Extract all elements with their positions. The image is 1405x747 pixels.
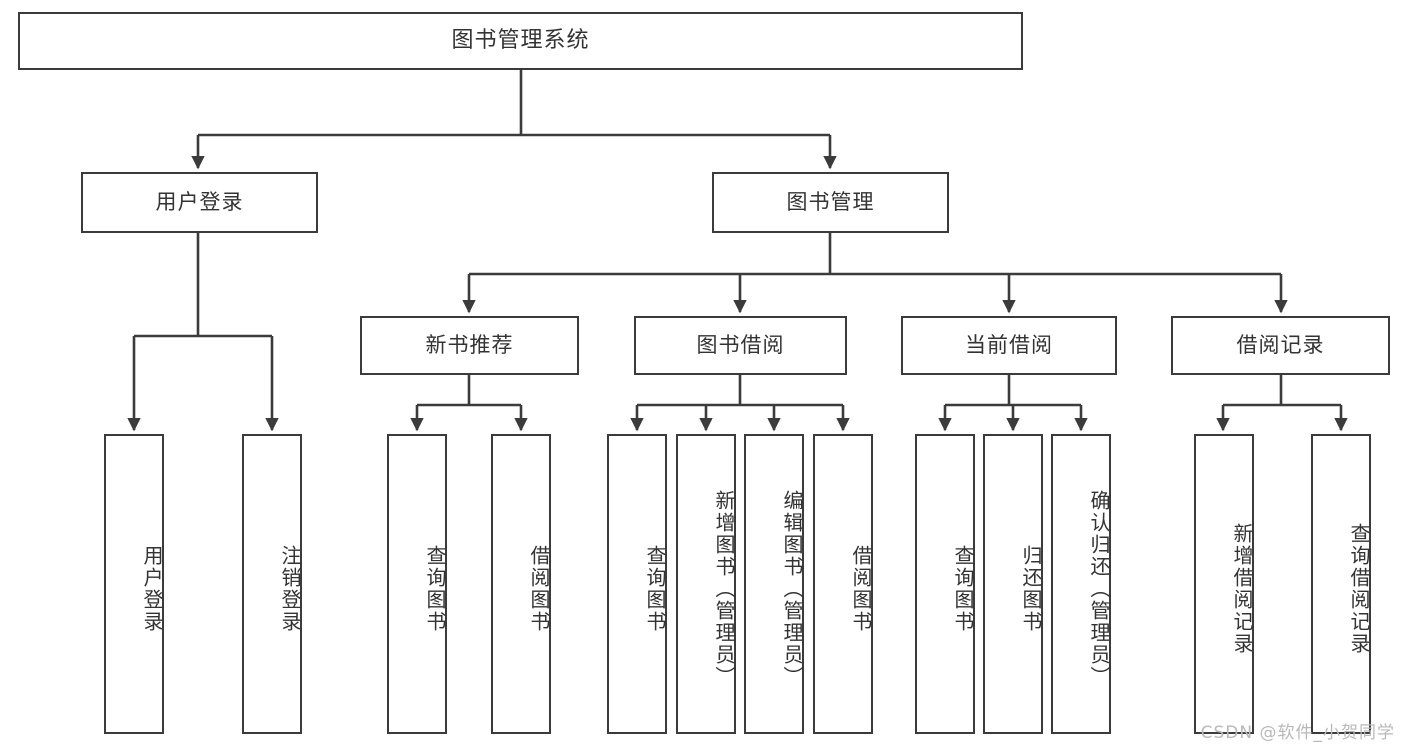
node-user-login[interactable]: 用户登录: [81, 172, 318, 233]
leaf-borrow-edit-book-admin[interactable]: 编辑图书（管理员）: [744, 434, 804, 734]
leaf-record-query-record[interactable]: 查询借阅记录: [1311, 434, 1371, 734]
node-label: 图书管理: [786, 189, 875, 214]
node-current-borrow[interactable]: 当前借阅: [901, 316, 1117, 375]
node-label: 新增借阅记录: [1230, 523, 1254, 655]
node-label: 当前借阅: [965, 332, 1053, 357]
leaf-recommend-query-book[interactable]: 查询图书: [387, 434, 447, 734]
node-label: 借阅图书: [849, 545, 873, 633]
node-new-book-recommend[interactable]: 新书推荐: [360, 316, 579, 375]
leaf-user-login-logout[interactable]: 注销登录: [242, 434, 302, 734]
node-label: 编辑图书（管理员）: [780, 490, 804, 688]
node-book-borrow[interactable]: 图书借阅: [634, 316, 847, 375]
node-book-management[interactable]: 图书管理: [712, 172, 949, 233]
node-root-system[interactable]: 图书管理系统: [18, 12, 1023, 70]
leaf-current-confirm-return-admin[interactable]: 确认归还（管理员）: [1051, 434, 1111, 734]
node-label: 查询借阅记录: [1347, 523, 1371, 655]
node-label: 用户登录: [140, 545, 164, 633]
csdn-watermark: CSDN @软件_小贺同学: [1200, 723, 1395, 743]
node-label: 确认归还（管理员）: [1087, 490, 1111, 688]
node-label: 新书推荐: [425, 332, 514, 357]
leaf-borrow-borrow-book[interactable]: 借阅图书: [813, 434, 873, 734]
node-label: 图书管理系统: [451, 27, 590, 53]
node-label: 借阅记录: [1236, 332, 1325, 357]
node-label: 归还图书: [1019, 545, 1043, 633]
leaf-borrow-add-book-admin[interactable]: 新增图书（管理员）: [676, 434, 736, 734]
leaf-current-query-book[interactable]: 查询图书: [915, 434, 975, 734]
node-label: 新增图书（管理员）: [712, 490, 736, 688]
leaf-current-return-book[interactable]: 归还图书: [983, 434, 1043, 734]
leaf-borrow-query-book[interactable]: 查询图书: [607, 434, 667, 734]
node-borrow-record[interactable]: 借阅记录: [1171, 316, 1390, 375]
node-label: 借阅图书: [527, 545, 551, 633]
leaf-record-add-record[interactable]: 新增借阅记录: [1194, 434, 1254, 734]
node-label: 用户登录: [155, 189, 244, 214]
node-label: 图书借阅: [696, 332, 785, 357]
node-label: 查询图书: [643, 545, 667, 633]
leaf-user-login-login[interactable]: 用户登录: [104, 434, 164, 734]
node-label: 查询图书: [951, 545, 975, 633]
node-label: 查询图书: [423, 545, 447, 633]
leaf-recommend-borrow-book[interactable]: 借阅图书: [491, 434, 551, 734]
node-label: 注销登录: [278, 545, 302, 633]
